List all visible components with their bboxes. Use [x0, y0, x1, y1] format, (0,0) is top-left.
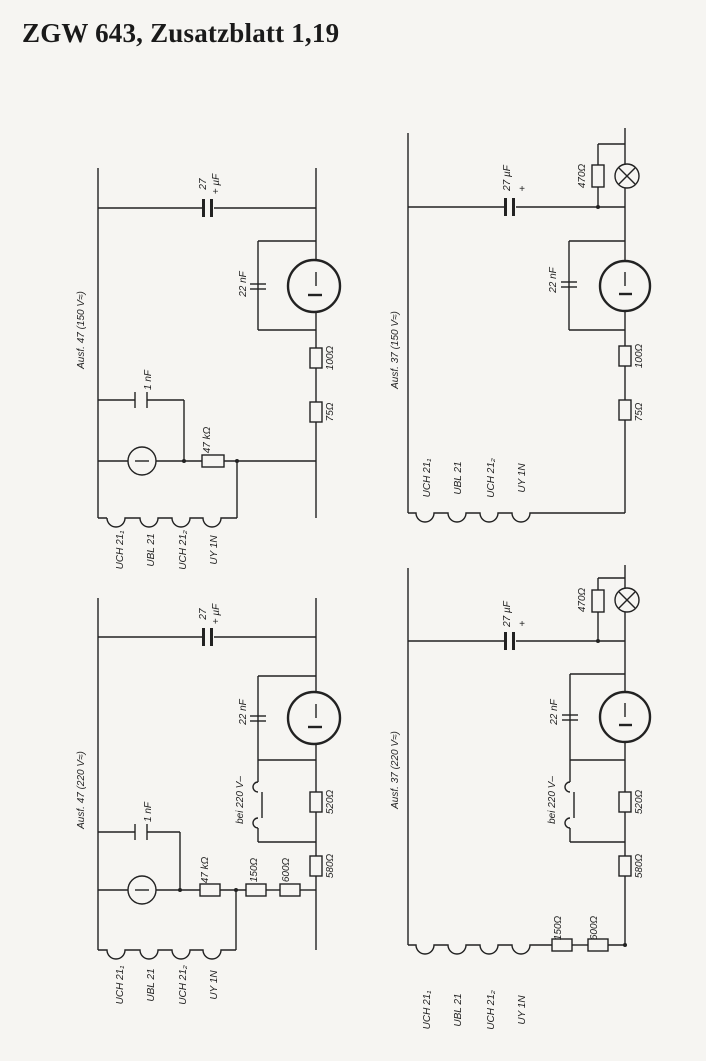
svg-text:UY 1N: UY 1N [209, 970, 220, 1000]
resistor-47k-ohm [201, 454, 225, 468]
svg-text:UBL 21: UBL 21 [146, 968, 157, 1001]
svg-text:600Ω: 600Ω [589, 915, 600, 940]
resistor-470-ohm [591, 589, 605, 613]
circuit-ausf37-150v: 27 µF + 470Ω 22 nF 100Ω 75Ω Ausf. 37 (15… [390, 128, 652, 523]
tube-symbol [286, 690, 342, 746]
resistor-75-ohm [309, 401, 323, 423]
svg-text:+: + [519, 619, 525, 630]
circuit-ausf47-150v: 27 + µF 22 nF 100Ω 75Ω Ausf. 47 (150 V≈)… [76, 168, 342, 570]
elko-label: 27 [198, 608, 209, 621]
elko-label: 27 µF [502, 164, 513, 192]
svg-text:UCH 21₂: UCH 21₂ [178, 530, 189, 570]
svg-text:470Ω: 470Ω [577, 587, 588, 612]
svg-text:22 nF: 22 nF [549, 698, 560, 725]
switch-label: bei 220 V– [235, 776, 246, 824]
resistor-600-ohm [279, 883, 301, 897]
svg-text:UCH 21₁: UCH 21₁ [115, 531, 126, 570]
svg-text:150Ω: 150Ω [249, 857, 260, 882]
svg-text:150Ω: 150Ω [553, 915, 564, 940]
variant-label: Ausf. 47 (150 V≈) [76, 291, 87, 370]
circuit-ausf47-220v: 27 + µF 22 nF bei 220 V– 520Ω 580Ω Ausf.… [76, 598, 342, 1005]
svg-text:47 kΩ: 47 kΩ [202, 426, 213, 453]
svg-text:UCH 21₁: UCH 21₁ [422, 991, 433, 1030]
svg-text:27 µF: 27 µF [502, 600, 513, 628]
circuit-ausf37-220v: 27 µF + 470Ω 22 nF bei 220 V– 520Ω 580Ω … [390, 565, 652, 1030]
resistor-470-ohm [591, 164, 605, 188]
svg-text:520Ω: 520Ω [325, 789, 336, 814]
resistor-580-ohm [618, 855, 632, 877]
svg-text:UBL 21: UBL 21 [453, 993, 464, 1026]
svg-text:UBL 21: UBL 21 [453, 461, 464, 494]
svg-text:+: + [519, 184, 525, 195]
resistor-520-ohm [618, 791, 632, 813]
grid-capacitor-label: 22 nF [238, 270, 249, 297]
resistor-47k-ohm [199, 883, 221, 897]
resistor-100-ohm [309, 347, 323, 369]
svg-text:580Ω: 580Ω [634, 853, 645, 878]
resistor-580-ohm [309, 855, 323, 877]
electrolytic-capacitor-symbol [202, 199, 205, 217]
svg-text:22 nF: 22 nF [238, 698, 249, 725]
svg-text:UY 1N: UY 1N [517, 995, 528, 1025]
svg-text:1 nF: 1 nF [143, 801, 154, 822]
svg-text:UCH 21₁: UCH 21₁ [422, 459, 433, 498]
glimm-capacitor-label: 1 nF [143, 369, 154, 390]
svg-text:UCH 21₂: UCH 21₂ [486, 990, 497, 1030]
svg-text:UBL 21: UBL 21 [146, 533, 157, 566]
svg-text:520Ω: 520Ω [634, 789, 645, 814]
svg-text:UY 1N: UY 1N [517, 463, 528, 493]
resistor-100-ohm [618, 345, 632, 367]
svg-text:UCH 21₁: UCH 21₁ [115, 966, 126, 1005]
svg-text:+ µF: + µF [211, 603, 222, 624]
switch-label: bei 220 V– [547, 776, 558, 824]
svg-text:75Ω: 75Ω [325, 402, 336, 421]
resistor-520-ohm [309, 791, 323, 813]
heater-chain [408, 944, 552, 955]
switch-contact [564, 781, 571, 793]
variant-label: Ausf. 47 (220 V≈) [76, 751, 87, 830]
svg-text:580Ω: 580Ω [325, 853, 336, 878]
svg-text:100Ω: 100Ω [634, 343, 645, 368]
svg-text:22 nF: 22 nF [548, 266, 559, 293]
svg-text:47 kΩ: 47 kΩ [200, 856, 211, 883]
svg-text:UY 1N: UY 1N [209, 535, 220, 565]
elko-label: 27 [198, 178, 209, 191]
switch-contact [252, 781, 259, 793]
variant-label: Ausf. 37 (150 V≈) [390, 311, 401, 390]
svg-text:100Ω: 100Ω [325, 345, 336, 370]
heater-chain [98, 949, 236, 960]
variant-label: Ausf. 37 (220 V≈) [390, 731, 401, 810]
svg-text:+ µF: + µF [211, 173, 222, 194]
tube-symbol [286, 258, 342, 314]
resistor-150-ohm [245, 883, 267, 897]
svg-text:UCH 21₂: UCH 21₂ [486, 458, 497, 498]
page-title: ZGW 643, Zusatzblatt 1,19 [22, 18, 340, 48]
svg-text:600Ω: 600Ω [281, 857, 292, 882]
heater-chain [98, 517, 237, 528]
heater-chain [408, 512, 625, 523]
resistor-75-ohm [618, 399, 632, 421]
svg-text:UCH 21₂: UCH 21₂ [178, 965, 189, 1005]
svg-text:75Ω: 75Ω [634, 402, 645, 421]
svg-text:470Ω: 470Ω [577, 163, 588, 188]
